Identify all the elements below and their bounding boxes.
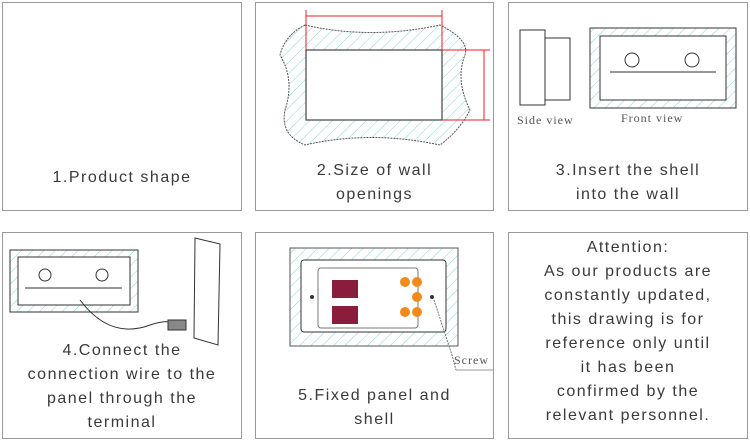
step-5-panel: Screw 5.Fixed panel and shell [255,232,494,439]
caption-line: 2.Size of wall [316,162,433,179]
front-view-label: Front view [621,111,684,125]
caption-line: shell [354,411,395,428]
caption-line: panel through the [46,390,198,407]
attention-line: this drawing is for [551,311,705,328]
step-2-caption: 2.Size of wall openings [256,159,493,207]
connect-wire-drawing [9,237,221,346]
step-3-panel: Side view Front view 3.Insert the shell … [508,2,748,211]
attention-panel: Attention: As our products are constantl… [508,232,748,439]
step-5-caption: 5.Fixed panel and shell [256,384,493,432]
attention-title: Attention: [586,239,670,256]
step-1-panel: 1.Product shape [2,2,242,211]
step-4-caption: 4.Connect the connection wire to the pan… [3,339,241,435]
attention-text: Attention: As our products are constantl… [509,236,747,428]
caption-line: connection wire to the [27,366,217,383]
attention-line: As our products are [543,263,713,280]
caption-line: into the wall [576,186,680,203]
attention-line: reference only until [545,335,711,352]
step-1-caption: 1.Product shape [3,166,241,190]
attention-line: confirmed by the [556,383,700,400]
attention-line: it has been [580,359,676,376]
step-4-panel: 4.Connect the connection wire to the pan… [2,232,242,439]
caption-line: 1.Product shape [52,169,192,186]
screw-label: Screw [454,353,489,367]
fixed-panel-drawing [289,247,494,371]
caption-line: 3.Insert the shell [555,162,701,179]
side-view-label: Side view [517,113,574,127]
caption-line: 4.Connect the [62,342,182,359]
insert-shell-drawing [519,27,737,109]
step-2-panel: 2.Size of wall openings [255,2,494,211]
attention-line: constantly updated, [544,287,712,304]
caption-line: terminal [87,414,157,431]
attention-line: relevant personnel. [545,407,711,424]
caption-line: 5.Fixed panel and [298,387,451,404]
caption-line: openings [336,186,413,203]
step-3-caption: 3.Insert the shell into the wall [509,159,747,207]
wall-opening-drawing [279,10,490,146]
